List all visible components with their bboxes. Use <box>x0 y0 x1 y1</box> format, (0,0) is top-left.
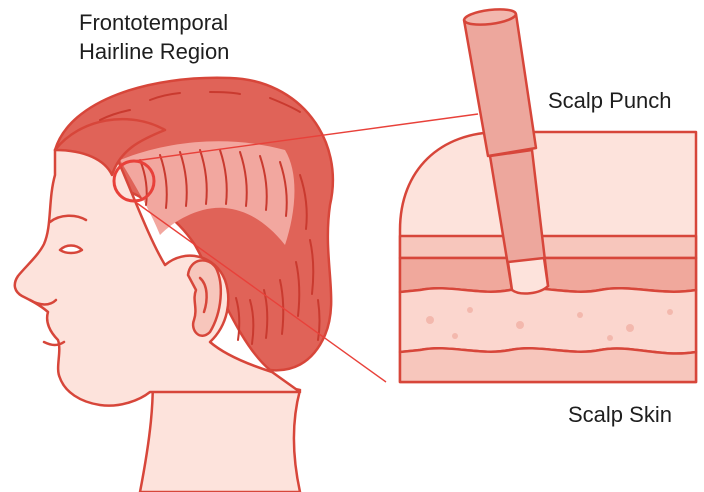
scalp-skin-label: Scalp Skin <box>568 400 672 429</box>
region-label-line1: Frontotemporal <box>79 8 339 37</box>
region-label-line2: Hairline Region <box>79 37 339 66</box>
frontotemporal-hairline-label: Frontotemporal Hairline Region <box>79 8 339 66</box>
scalp-punch-label: Scalp Punch <box>548 86 672 115</box>
